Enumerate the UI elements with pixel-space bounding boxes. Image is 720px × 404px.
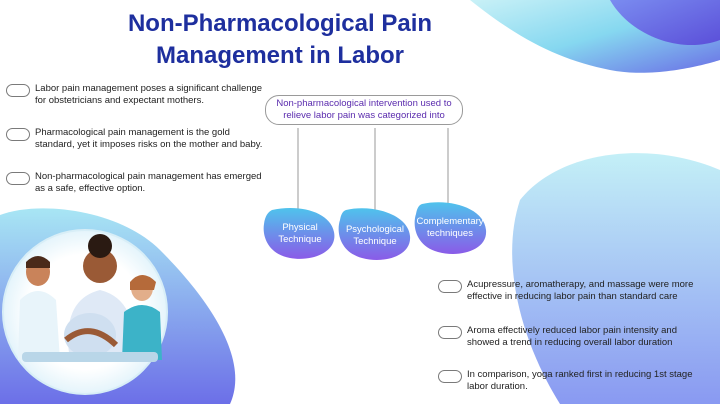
bullet-pill-icon [6, 128, 30, 141]
node-physical-technique: Physical Technique [270, 214, 330, 254]
left-point-2-line-1: Pharmacological pain management is the g… [35, 127, 230, 138]
left-point-3-line-2: as a safe, effective option. [35, 183, 146, 194]
node-physical-line-1: Physical [282, 222, 318, 233]
medical-staff-with-pregnant-woman-illustration [18, 234, 162, 362]
node-complementary-techniques: Complementary techniques [416, 208, 484, 248]
node-shape-complementary [414, 202, 487, 254]
left-point-1: Labor pain management poses a significan… [6, 83, 266, 107]
right-point-3: In comparison, yoga ranked first in redu… [438, 369, 714, 393]
right-point-3-line-2: labor duration. [467, 381, 528, 392]
left-point-3: Non-pharmacological pain management has … [6, 171, 266, 195]
right-point-3-line-1: In comparison, yoga ranked first in redu… [467, 369, 693, 380]
right-point-1-line-1: Acupressure, aromatherapy, and massage w… [467, 279, 694, 290]
left-point-2-line-2: standard, yet it imposes risks on the mo… [35, 139, 263, 150]
node-shape-psychological [338, 208, 411, 260]
node-complementary-line-1: Complementary [416, 216, 484, 227]
node-psychological-technique: Psychological Technique [342, 216, 408, 256]
node-complementary-line-2: techniques [427, 228, 473, 239]
bullet-pill-icon [6, 172, 30, 185]
title-line-1: Non-Pharmacological Pain [127, 10, 433, 37]
right-point-1: Acupressure, aromatherapy, and massage w… [438, 279, 714, 303]
node-physical-line-2: Technique [278, 234, 322, 245]
bullet-pill-icon [6, 84, 30, 97]
right-point-2-line-1: Aroma effectively reduced labor pain int… [467, 325, 678, 336]
page-title: Non-Pharmacological Pain Management in L… [90, 8, 470, 72]
root-line-1: Non-pharmacological intervention used to [276, 98, 452, 109]
blob-right [512, 153, 720, 404]
right-point-2: Aroma effectively reduced labor pain int… [438, 325, 714, 349]
title-line-2: Management in Labor [155, 42, 405, 69]
node-psychological-line-1: Psychological [345, 224, 405, 235]
diagram-connectors [297, 128, 449, 212]
left-point-1-line-1: Labor pain management poses a significan… [35, 83, 263, 94]
bullet-pill-icon [438, 280, 462, 293]
diagram-root-box: Non-pharmacological intervention used to… [265, 95, 463, 125]
root-line-2: relieve labor pain was categorized into [283, 110, 445, 121]
left-point-1-line-2: for obstetricians and expectant mothers. [35, 95, 204, 106]
bullet-pill-icon [438, 326, 462, 339]
node-shape-physical [263, 208, 335, 259]
left-point-3-line-1: Non-pharmacological pain management has … [35, 171, 262, 182]
node-psychological-line-2: Technique [353, 236, 397, 247]
bullet-pill-icon [438, 370, 462, 383]
right-point-1-line-2: effective in reducing labor pain than st… [467, 291, 678, 302]
right-point-2-line-2: showed a trend in reducing overall labor… [467, 337, 673, 348]
left-point-2: Pharmacological pain management is the g… [6, 127, 266, 151]
blob-top-right-dark [610, 0, 720, 46]
